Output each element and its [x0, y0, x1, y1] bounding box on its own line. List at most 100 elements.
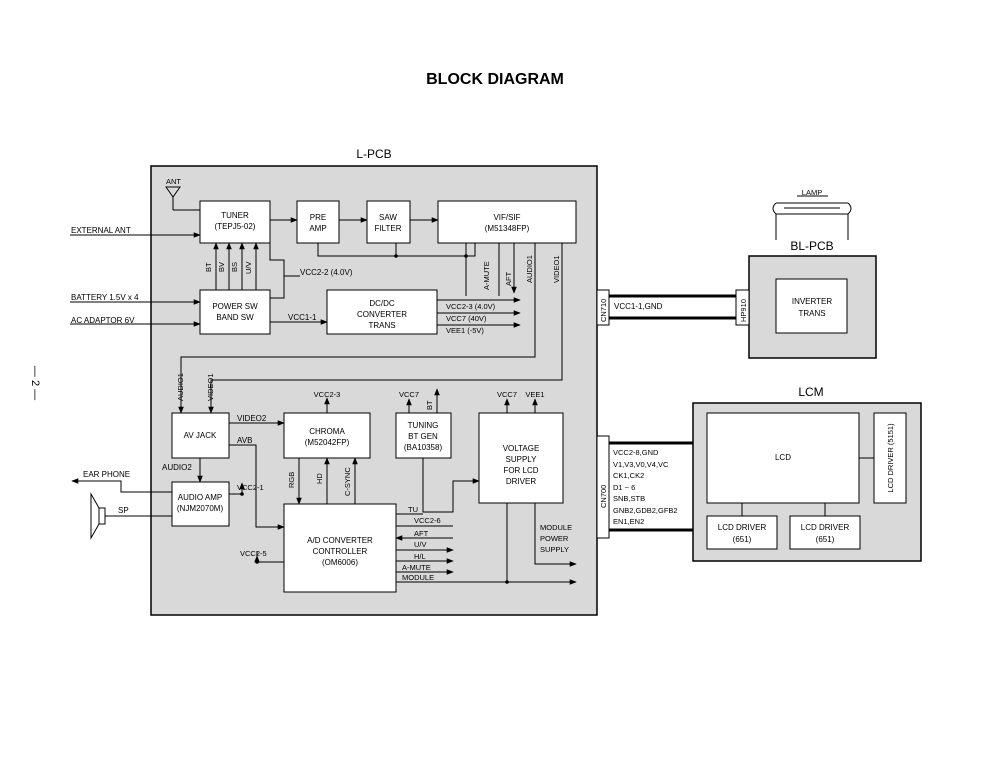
svg-text:(M52042FP): (M52042FP)	[305, 438, 350, 447]
svg-text:A/D CONVERTER: A/D CONVERTER	[307, 536, 373, 545]
vee1-label: VEE1 (-5V)	[446, 326, 484, 335]
svg-text:VIF/SIF: VIF/SIF	[493, 213, 520, 222]
svg-text:CN710: CN710	[599, 299, 608, 322]
video1-label: VIDEO1	[206, 373, 215, 401]
lcd-driver-right-block: LCD DRIVER (651)	[789, 515, 861, 550]
module-power-label-2: POWER	[540, 534, 569, 543]
svg-text:(651): (651)	[816, 535, 835, 544]
page-number: — 2 —	[29, 366, 41, 400]
aft-signal-label: AFT	[414, 529, 429, 538]
svg-text:D1 ~ 6: D1 ~ 6	[613, 483, 635, 492]
module-power-label-3: SUPPLY	[540, 545, 569, 554]
vcc7-tuning-label: VCC7	[399, 390, 419, 399]
c-sync-label: C-SYNC	[343, 467, 352, 496]
svg-text:SNB,STB: SNB,STB	[613, 494, 645, 503]
page-title: BLOCK DIAGRAM	[426, 71, 564, 88]
svg-text:(BA10358): (BA10358)	[404, 443, 443, 452]
svg-text:BT GEN: BT GEN	[408, 432, 438, 441]
lcd-driver-vertical-block: LCD DRIVER (5151)	[873, 412, 907, 504]
bt-tuning-label: BT	[425, 400, 434, 410]
svg-text:AUDIO AMP: AUDIO AMP	[178, 493, 222, 502]
svg-text:POWER SW: POWER SW	[212, 302, 258, 311]
svg-text:INVERTER: INVERTER	[792, 297, 833, 306]
lcd-driver-left-block: LCD DRIVER (651)	[706, 515, 778, 550]
svg-text:VCC2-8,GND: VCC2-8,GND	[613, 448, 659, 457]
cn700-signal-list: VCC2-8,GND V1,V3,V0,V4,VC CK1,CK2 D1 ~ 6…	[613, 448, 678, 526]
svg-text:PRE: PRE	[310, 213, 326, 222]
svg-text:DRIVER: DRIVER	[506, 477, 536, 486]
vcc7-supply-label: VCC7	[497, 390, 517, 399]
vcc2-2-label: VCC2-2 (4.0V)	[300, 268, 353, 277]
inverter-trans-block: INVERTER TRANS	[775, 278, 848, 334]
svg-text:BT: BT	[204, 262, 213, 272]
vcc7-40v-label: VCC7 (40V)	[446, 314, 487, 323]
svg-text:LCD: LCD	[775, 453, 791, 462]
ac-adaptor-label: AC ADAPTOR 6V	[71, 316, 135, 325]
svg-text:GNB2,GDB2,GFB2: GNB2,GDB2,GFB2	[613, 506, 678, 515]
svg-text:TUNER: TUNER	[221, 211, 249, 220]
hl-signal-label: H/L	[414, 552, 426, 561]
saw-filter-block: SAW FILTER	[366, 200, 411, 244]
tuner-block: TUNER (TEPJ5-02)	[199, 200, 271, 244]
svg-text:AMP: AMP	[309, 224, 326, 233]
svg-text:(M51348FP): (M51348FP)	[485, 224, 530, 233]
power-sw-block: POWER SW BAND SW	[199, 289, 271, 335]
dcdc-converter-block: DC/DC CONVERTER TRANS	[326, 289, 438, 335]
svg-text:(NJM2070M): (NJM2070M)	[177, 504, 224, 513]
svg-text:CK1,CK2: CK1,CK2	[613, 471, 644, 480]
svg-text:FOR LCD: FOR LCD	[503, 466, 538, 475]
antenna-icon	[165, 186, 200, 211]
vcc2-3-4v-label: VCC2-3 (4.0V)	[446, 302, 496, 311]
ad-converter-block: A/D CONVERTER CONTROLLER (OM6006)	[283, 503, 397, 593]
a-mute-label: A-MUTE	[482, 261, 491, 290]
svg-text:(TEPJ5-02): (TEPJ5-02)	[215, 222, 256, 231]
aft-label: AFT	[504, 271, 513, 286]
avb-label: AVB	[237, 436, 252, 445]
hd-label: HD	[315, 473, 324, 484]
sp-label: SP	[118, 506, 129, 515]
module-signal-label: MODULE	[402, 573, 434, 582]
svg-text:(651): (651)	[733, 535, 752, 544]
svg-text:BAND SW: BAND SW	[216, 313, 254, 322]
svg-text:CONVERTER: CONVERTER	[357, 310, 407, 319]
battery-label: BATTERY 1.5V x 4	[71, 293, 139, 302]
chroma-block: CHROMA (M52042FP)	[283, 412, 371, 459]
svg-text:AV JACK: AV JACK	[184, 431, 217, 440]
audio1-label: AUDIO1	[176, 373, 185, 401]
pre-amp-block: PRE AMP	[296, 200, 340, 244]
cn710-connector: CN710	[596, 289, 610, 326]
svg-text:SAW: SAW	[379, 213, 397, 222]
audio-amp-block: AUDIO AMP (NJM2070M)	[171, 481, 230, 527]
svg-text:TRANS: TRANS	[368, 321, 395, 330]
svg-text:U/V: U/V	[244, 261, 253, 274]
svg-text:BS: BS	[230, 262, 239, 272]
svg-text:CONTROLLER: CONTROLLER	[313, 547, 368, 556]
external-ant-label: EXTERNAL ANT	[71, 226, 131, 235]
rgb-label: RGB	[287, 472, 296, 488]
svg-text:LCD DRIVER (5151): LCD DRIVER (5151)	[886, 423, 895, 493]
vcc2-3-label: VCC2-3	[314, 390, 341, 399]
svg-text:FILTER: FILTER	[375, 224, 402, 233]
lamp-label: LAMP	[802, 188, 822, 197]
lamp-icon	[772, 195, 852, 240]
speaker-icon	[90, 492, 106, 540]
svg-text:CHROMA: CHROMA	[309, 427, 345, 436]
vcc1-1-gnd-label: VCC1-1,GND	[614, 302, 663, 311]
hp910-connector: HP910	[735, 289, 750, 326]
svg-text:HP910: HP910	[739, 299, 748, 322]
uv-signal-label: U/V	[414, 540, 427, 549]
vcc2-6-label: VCC2-6	[414, 516, 441, 525]
tuning-bt-gen-block: TUNING BT GEN (BA10358)	[395, 412, 452, 459]
vif-sif-block: VIF/SIF (M51348FP)	[437, 200, 577, 244]
tu-label: TU	[408, 505, 418, 514]
cn700-connector: CN700	[596, 435, 610, 539]
vcc1-1-label: VCC1-1	[288, 313, 317, 322]
vcc2-1-label: VCC2-1	[237, 483, 264, 492]
svg-text:LCD DRIVER: LCD DRIVER	[801, 523, 850, 532]
svg-text:CN700: CN700	[599, 485, 608, 508]
svg-text:(OM6006): (OM6006)	[322, 558, 358, 567]
av-jack-block: AV JACK	[171, 412, 230, 459]
bl-pcb-label: BL-PCB	[790, 239, 833, 253]
